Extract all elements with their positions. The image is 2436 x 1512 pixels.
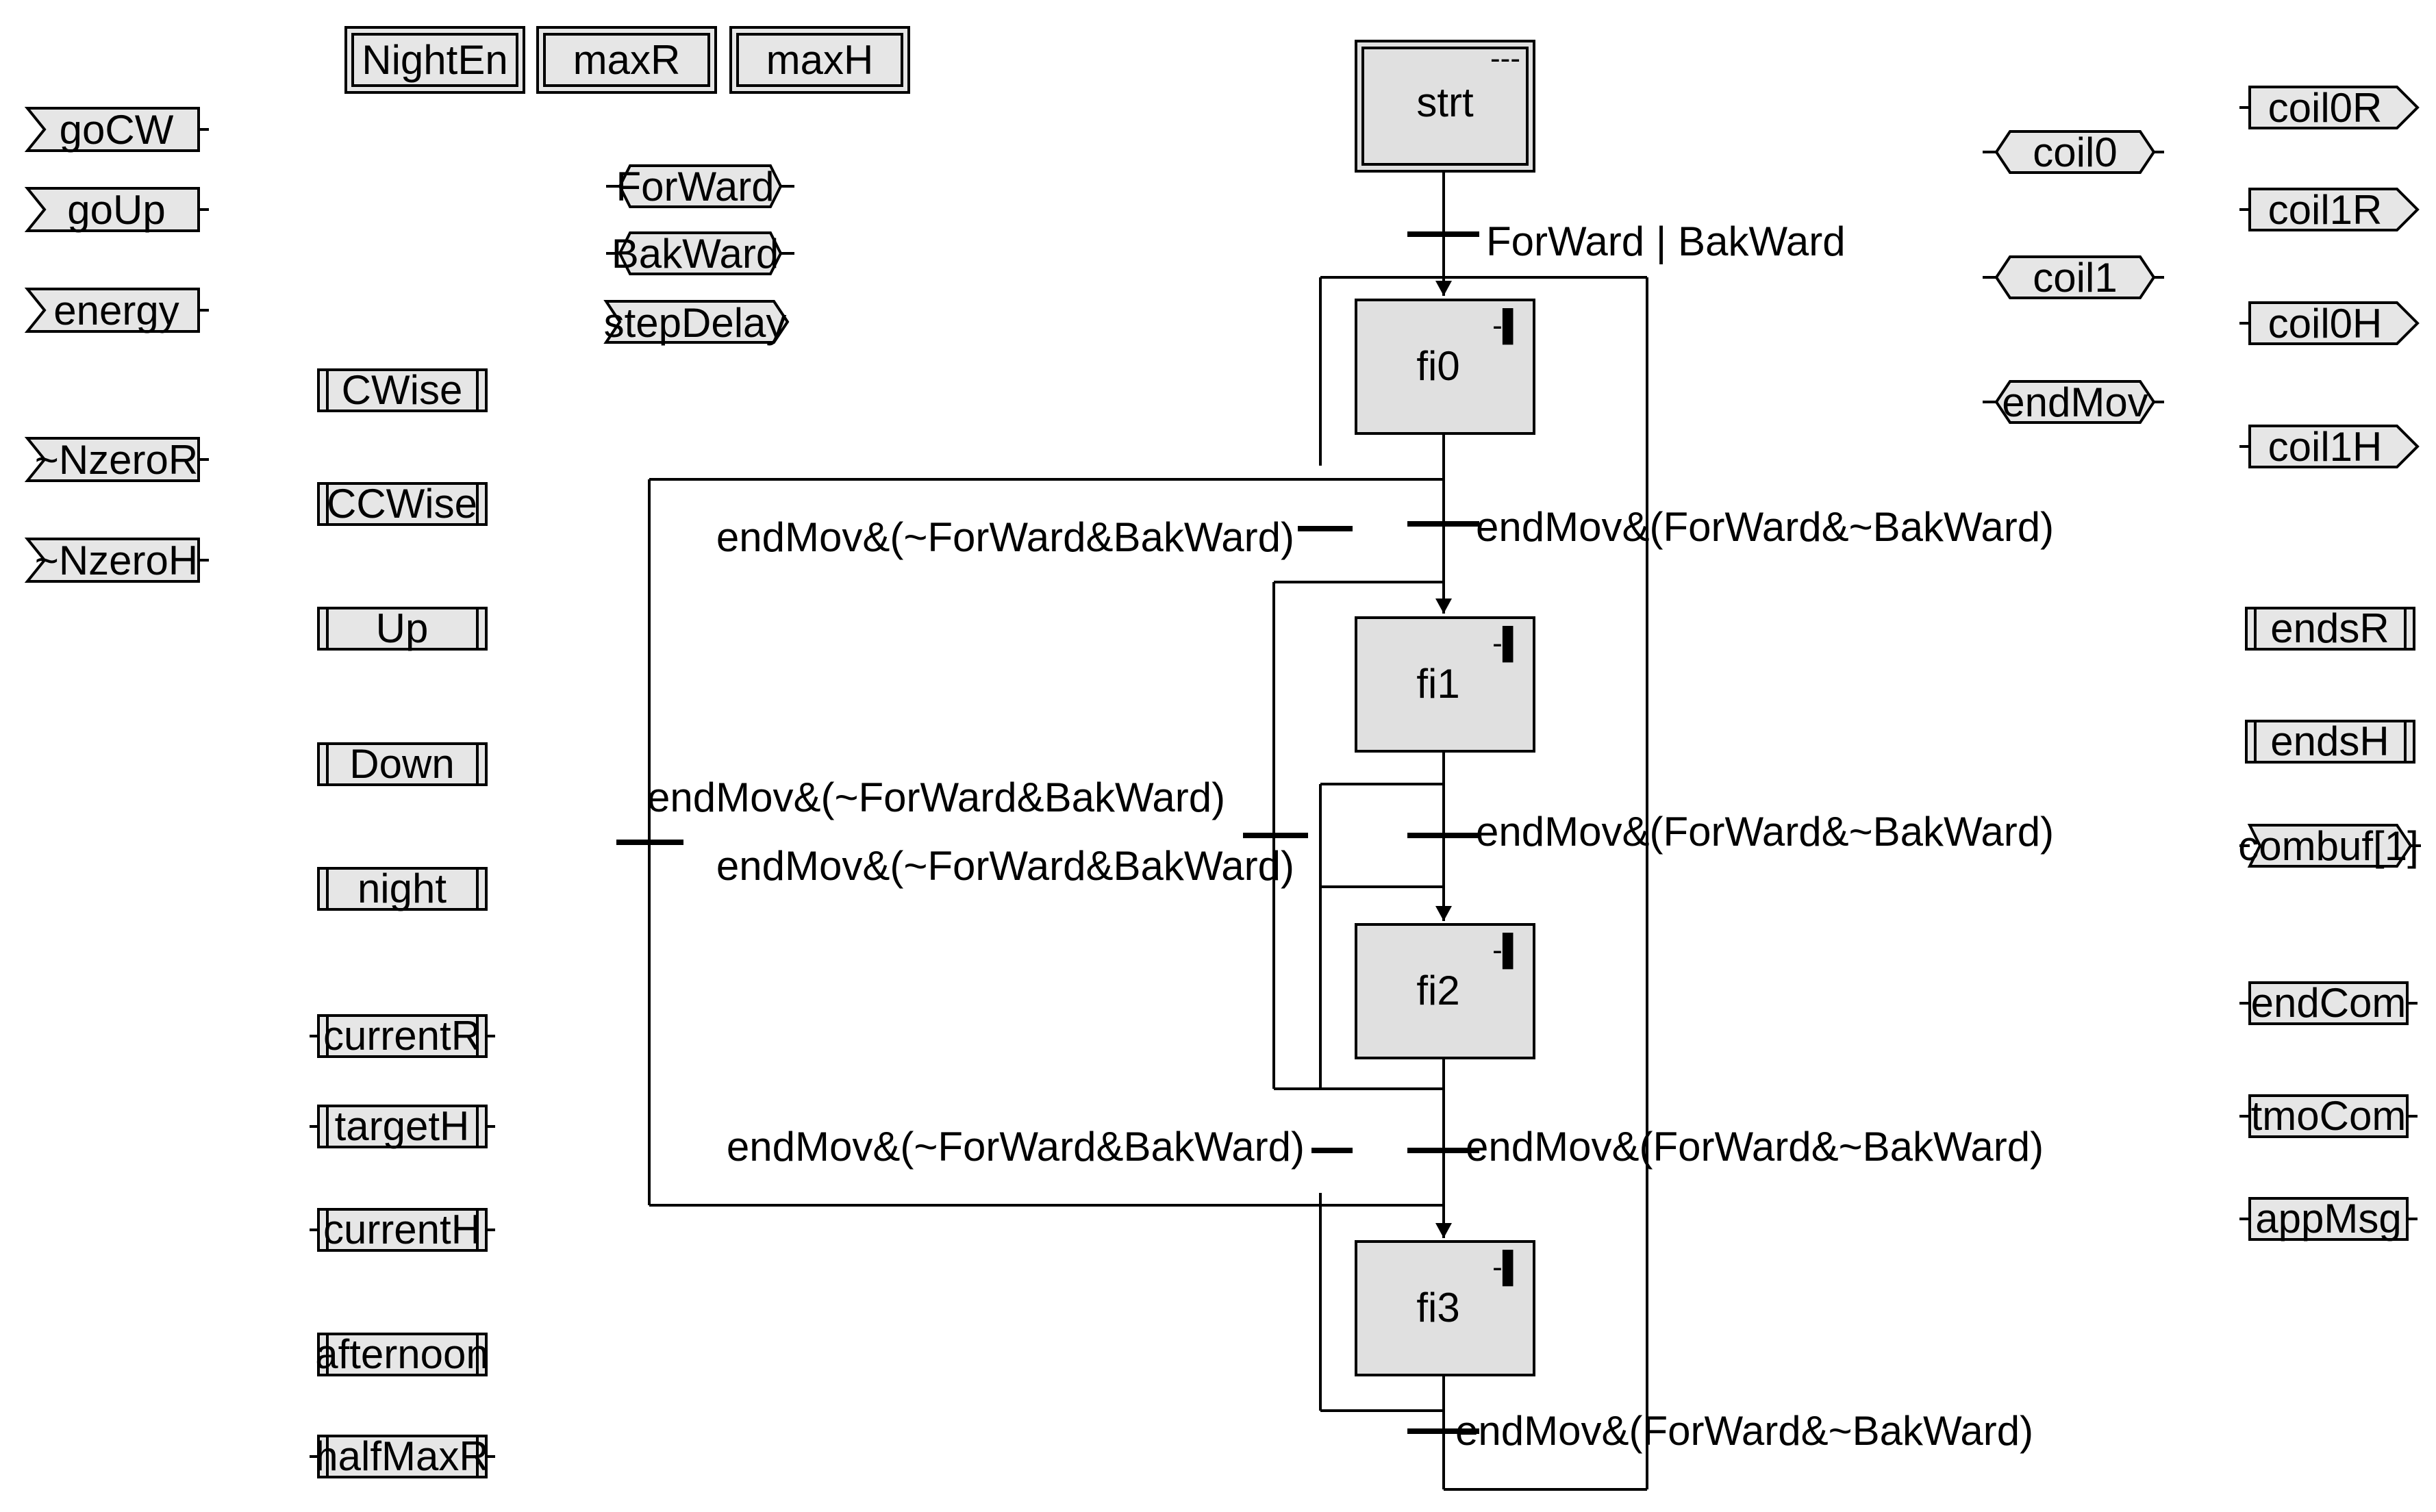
svg-text:coil0R: coil0R [2268, 85, 2383, 131]
transition-back-fi0-label: endMov&(~ForWard&BakWard) [716, 514, 1294, 560]
var-currenth[interactable]: currentH [310, 1207, 495, 1252]
svg-text:stepDelay: stepDelay [604, 300, 787, 346]
svg-text:CCWise: CCWise [327, 481, 477, 527]
transition-fi0-fi1-label: endMov&(ForWard&~BakWard) [1476, 504, 2054, 550]
transition-bars [616, 231, 1479, 1434]
transition-labels: ForWard | BakWard endMov&(ForWard&~BakWa… [647, 218, 2054, 1454]
svg-text:coil1R: coil1R [2268, 187, 2383, 233]
step-fi3[interactable]: fi3 -▌ [1355, 1240, 1535, 1376]
svg-text:coil1H: coil1H [2268, 424, 2383, 470]
input-gocw[interactable]: goCW [24, 107, 209, 153]
svg-text:~NzeroR: ~NzeroR [35, 437, 198, 483]
global-var-nighten[interactable]: NightEn [344, 26, 525, 94]
var-cwise[interactable]: CWise [317, 367, 488, 413]
input-goup[interactable]: goUp [24, 187, 209, 233]
svg-text:coil0H: coil0H [2268, 301, 2383, 346]
transition-fi3-fi0-label: endMov&(ForWard&~BakWard) [1455, 1408, 2033, 1454]
step-fi1[interactable]: fi1 -▌ [1355, 616, 1535, 753]
transition-back-left-label: endMov&(~ForWard&BakWard) [647, 774, 1225, 820]
transition-start-label: ForWard | BakWard [1486, 218, 1846, 264]
svg-text:night: night [357, 866, 447, 911]
svg-text:fi3: fi3 [1416, 1285, 1459, 1331]
svg-text:endCom: endCom [2251, 980, 2407, 1026]
step-fi0[interactable]: fi0 -▌ [1355, 299, 1535, 435]
svg-text:endMov: endMov [2002, 379, 2148, 425]
input-energy[interactable]: energy [24, 288, 209, 333]
svg-text:fi0: fi0 [1416, 343, 1459, 389]
transition-fi2-fi3-label: endMov&(ForWard&~BakWard) [1466, 1124, 2044, 1170]
svg-text:maxH: maxH [766, 37, 874, 83]
output-endsr[interactable]: endsR [2245, 605, 2415, 651]
input-nzeror[interactable]: ~NzeroR [24, 437, 209, 483]
svg-text:CWise: CWise [342, 367, 463, 413]
svg-text:Up: Up [376, 605, 429, 651]
step-fi3-marker: -▌ [1492, 1249, 1524, 1287]
svg-text:currentH: currentH [323, 1207, 481, 1252]
svg-text:ForWard: ForWard [616, 164, 774, 210]
output-coil1h[interactable]: coil1H [2239, 424, 2420, 470]
svg-text:currentR: currentR [323, 1013, 481, 1059]
input-nzeroh[interactable]: ~NzeroH [24, 538, 209, 583]
var-afternoon[interactable]: afternoon [315, 1331, 489, 1377]
step-fi0-marker: -▌ [1492, 307, 1524, 345]
svg-text:tmoCom: tmoCom [2251, 1093, 2407, 1139]
svg-text:~NzeroH: ~NzeroH [35, 538, 198, 583]
svg-text:NightEn: NightEn [362, 37, 507, 83]
global-var-maxr[interactable]: maxR [536, 26, 717, 94]
transition-fi1-fi2-label: endMov&(ForWard&~BakWard) [1476, 809, 2054, 855]
step-fi2-marker: -▌ [1492, 932, 1524, 970]
svg-text:appMsg: appMsg [2255, 1196, 2401, 1242]
output-combuf[interactable]: combuf[1] [2238, 823, 2421, 869]
svg-text:targetH: targetH [335, 1103, 470, 1149]
output-coil0h[interactable]: coil0H [2239, 301, 2420, 346]
svg-text:combuf[1]: combuf[1] [2238, 823, 2418, 869]
var-coil1[interactable]: coil1 [1983, 255, 2164, 301]
svg-text:maxR: maxR [573, 37, 681, 83]
svg-text:fi1: fi1 [1416, 661, 1459, 707]
svg-text:endsR: endsR [2270, 605, 2389, 651]
svg-text:Down: Down [349, 741, 454, 787]
svg-text:BakWard: BakWard [612, 231, 779, 277]
output-appmsg[interactable]: appMsg [2239, 1196, 2418, 1242]
svg-text:strt: strt [1416, 79, 1474, 125]
output-endcom[interactable]: endCom [2239, 980, 2418, 1026]
svg-text:coil1: coil1 [2033, 255, 2117, 301]
output-tmocom[interactable]: tmoCom [2239, 1093, 2418, 1139]
step-fi1-marker: -▌ [1492, 625, 1524, 663]
global-var-maxh[interactable]: maxH [729, 26, 910, 94]
var-down[interactable]: Down [317, 741, 488, 787]
var-forward[interactable]: ForWard [606, 164, 794, 210]
svg-text:halfMaxR: halfMaxR [315, 1433, 488, 1479]
step-fi2[interactable]: fi2 -▌ [1355, 923, 1535, 1059]
var-stepdelay[interactable]: stepDelay [603, 300, 790, 346]
svg-text:goCW: goCW [60, 107, 174, 153]
transition-back-fi2-label: endMov&(~ForWard&BakWard) [727, 1124, 1305, 1170]
transition-back-fi1-label: endMov&(~ForWard&BakWard) [716, 843, 1294, 889]
output-coil1r[interactable]: coil1R [2239, 187, 2420, 233]
var-targeth[interactable]: targetH [310, 1103, 495, 1149]
var-halfmaxr[interactable]: halfMaxR [310, 1433, 495, 1479]
var-ccwise[interactable]: CCWise [317, 481, 488, 527]
svg-text:endsH: endsH [2270, 718, 2389, 764]
step-strt[interactable]: strt --- [1355, 40, 1535, 173]
svg-text:goUp: goUp [67, 187, 165, 233]
left-vars: CWise CCWise Up Down night currentR [310, 367, 495, 1479]
output-coil0r[interactable]: coil0R [2239, 85, 2420, 131]
var-bakward[interactable]: BakWard [606, 231, 794, 277]
svg-text:fi2: fi2 [1416, 968, 1459, 1013]
output-endsh[interactable]: endsH [2245, 718, 2415, 764]
step-strt-marker: --- [1490, 42, 1520, 75]
svg-text:afternoon: afternoon [315, 1331, 489, 1377]
var-currentr[interactable]: currentR [310, 1013, 495, 1059]
svg-text:coil0: coil0 [2033, 129, 2117, 175]
var-night[interactable]: night [317, 866, 488, 911]
var-up[interactable]: Up [317, 605, 488, 651]
svg-text:energy: energy [53, 288, 179, 333]
var-endmov[interactable]: endMov [1983, 379, 2164, 425]
var-coil0[interactable]: coil0 [1983, 129, 2164, 175]
